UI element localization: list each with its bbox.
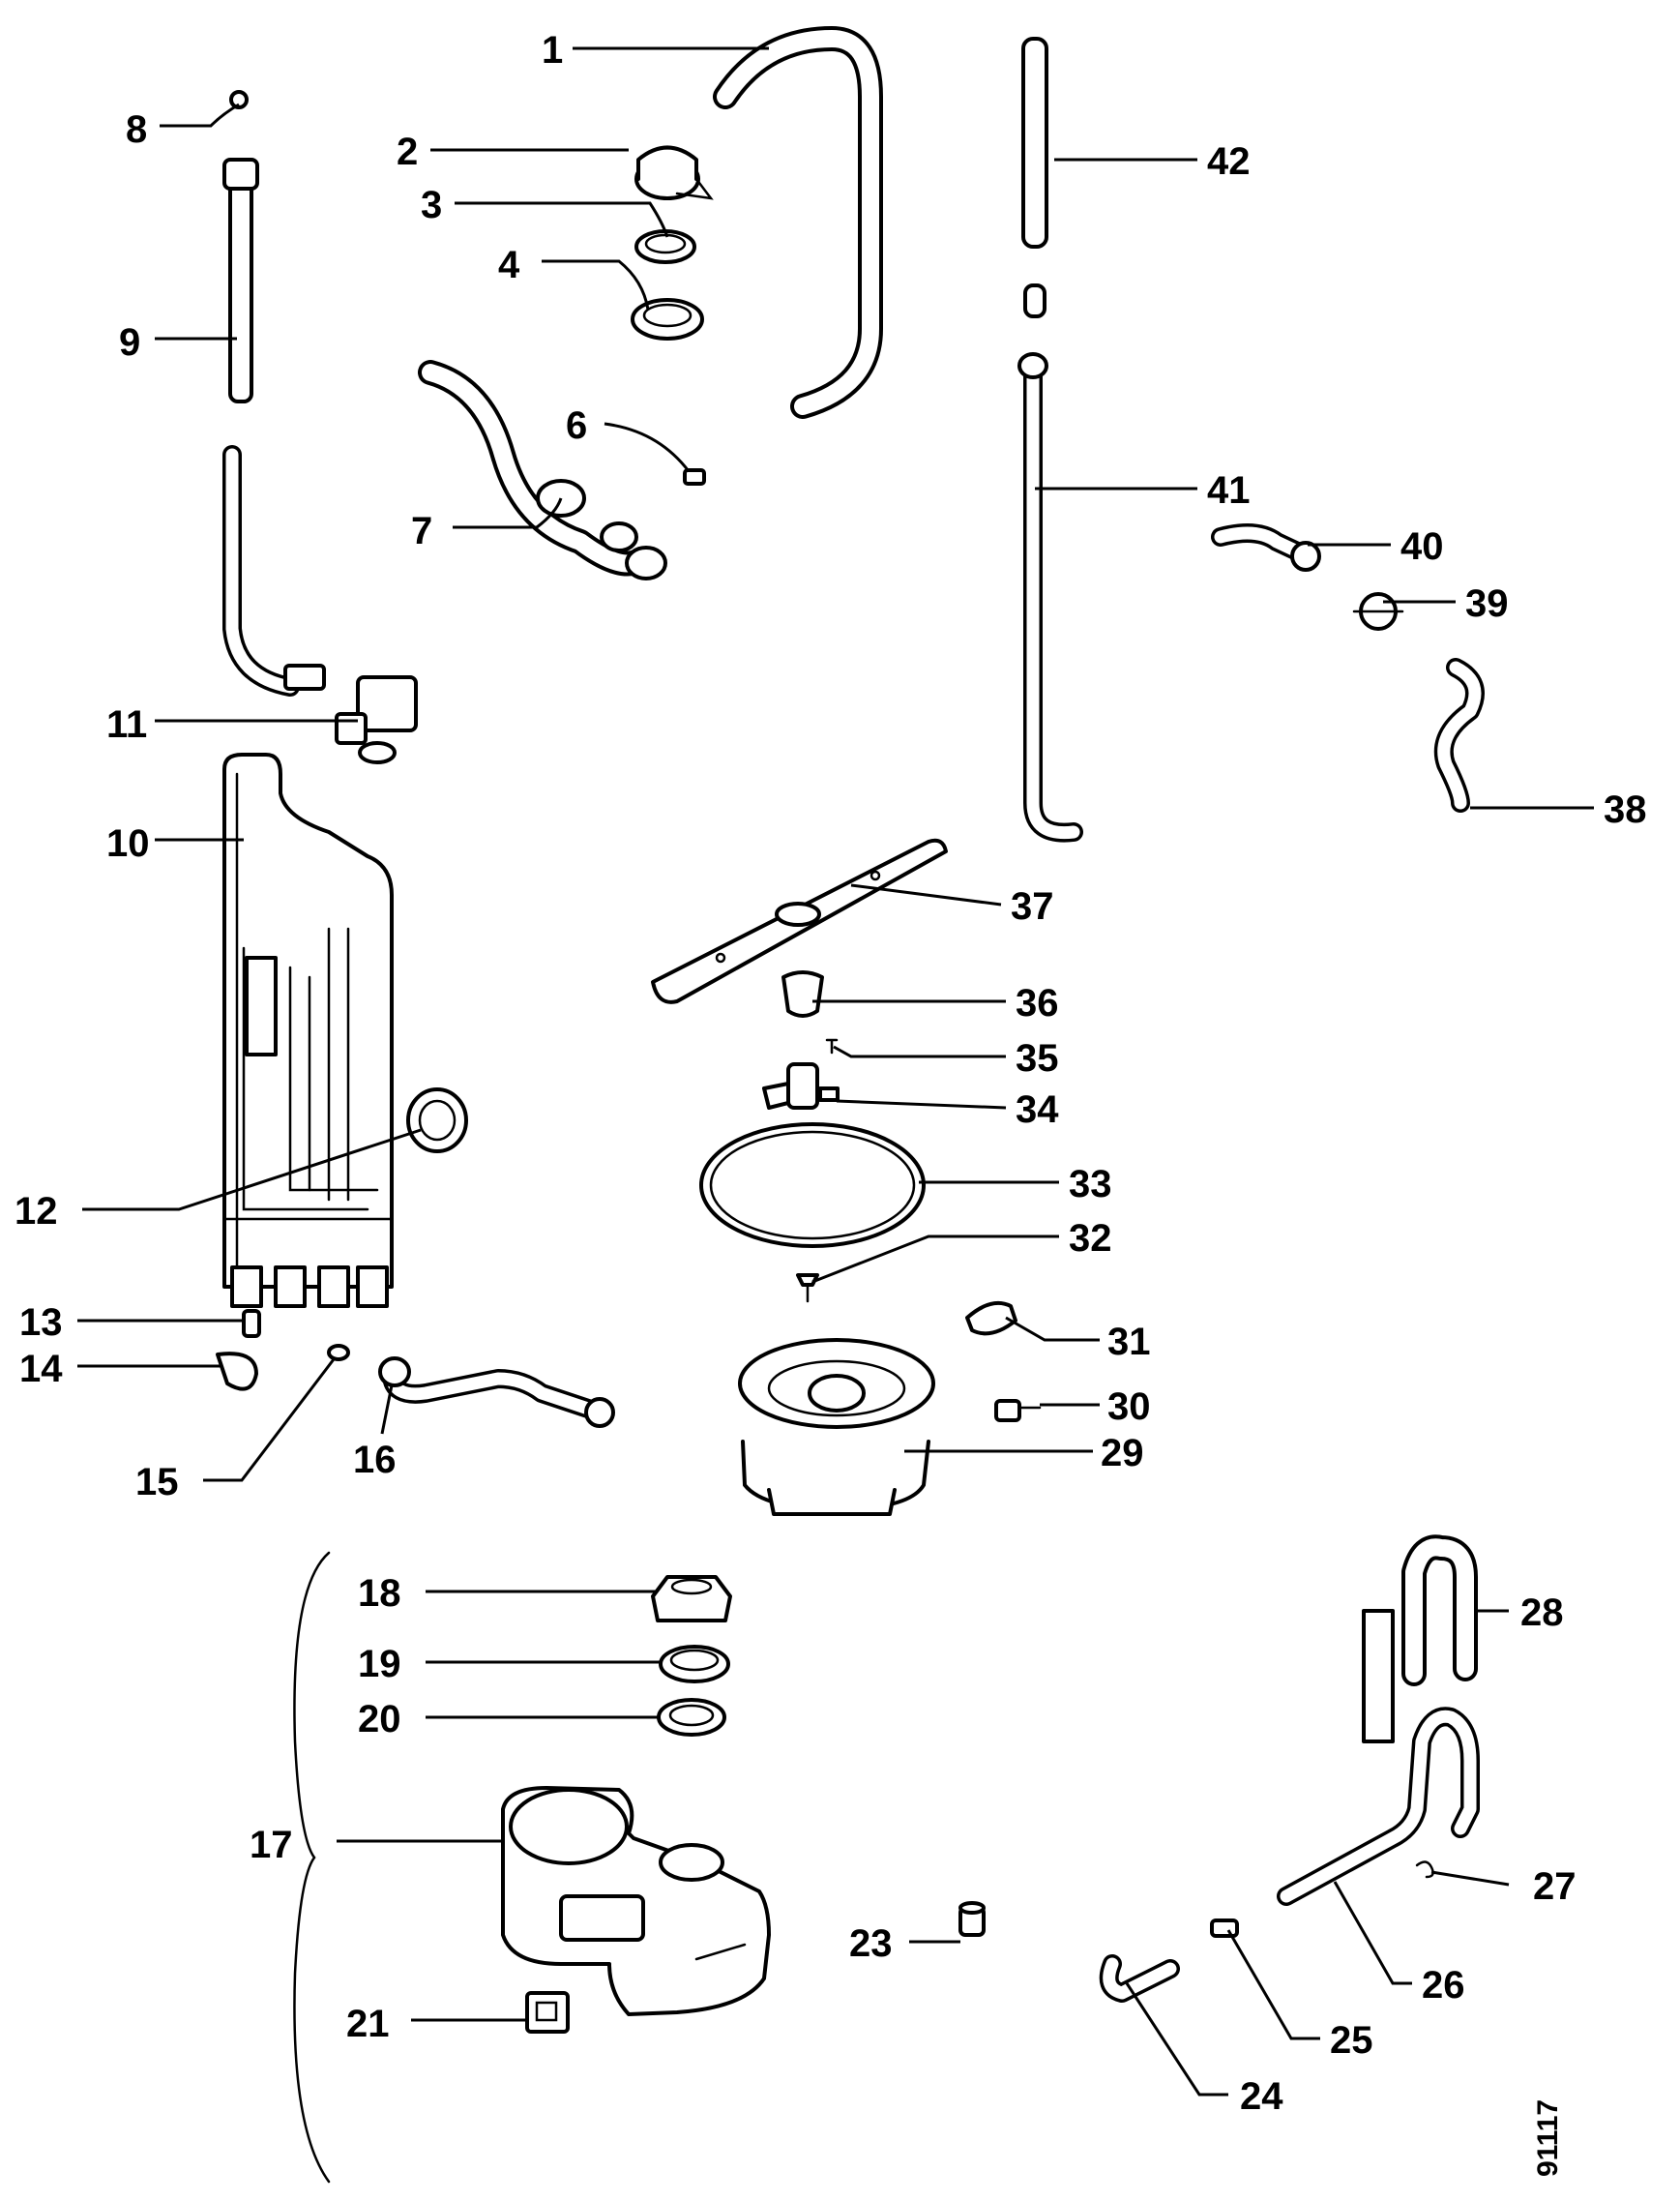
label-21: 21: [346, 2003, 390, 2045]
part-14-loop: [216, 1352, 258, 1391]
label-17: 17: [250, 1824, 293, 1866]
label-34: 34: [1016, 1088, 1059, 1131]
part-4-clamp: [631, 298, 704, 341]
part-7-manifold: [418, 360, 667, 580]
label-24: 24: [1240, 2075, 1283, 2118]
part-27-clip: [1415, 1860, 1434, 1879]
part-38-hose: [1433, 658, 1485, 813]
label-41: 41: [1207, 469, 1251, 512]
part-39-valve: [1352, 592, 1404, 631]
label-28: 28: [1520, 1591, 1564, 1634]
label-6: 6: [566, 404, 587, 447]
label-32: 32: [1069, 1217, 1112, 1260]
label-40: 40: [1400, 525, 1444, 568]
label-20: 20: [358, 1698, 401, 1740]
drawing-code: 91117: [1532, 2099, 1564, 2177]
label-42: 42: [1207, 140, 1251, 183]
label-3: 3: [421, 184, 442, 226]
label-4: 4: [498, 244, 520, 286]
label-11: 11: [106, 703, 147, 746]
part-15-oring: [327, 1344, 350, 1361]
part-41-pipe: [1017, 352, 1083, 843]
part-12-ring: [406, 1087, 468, 1153]
part-31-connector: [965, 1301, 1017, 1336]
label-31: 31: [1107, 1321, 1151, 1363]
part-6-fitting: [683, 468, 706, 486]
part-9-pipe: [222, 158, 259, 403]
part-8-clip: [229, 90, 249, 109]
label-18: 18: [358, 1572, 401, 1615]
part-29-pump-housing: [738, 1338, 935, 1516]
part-30-bolt: [994, 1399, 1042, 1422]
label-37: 37: [1011, 885, 1054, 928]
part-36-nozzle: [781, 970, 824, 1018]
part-2-cap: [634, 145, 714, 200]
label-35: 35: [1016, 1037, 1059, 1080]
label-19: 19: [358, 1643, 401, 1685]
part-21-switch: [525, 1991, 570, 2034]
part-18-nut: [651, 1575, 732, 1622]
label-7: 7: [411, 510, 432, 552]
label-25: 25: [1330, 2019, 1373, 2062]
part-40-hose: [1211, 523, 1321, 572]
part-labels: 1 2 3 4 6 7 8 9 10 11 12 13 14 15 16 17 …: [15, 29, 1647, 2118]
part-10-panel: [222, 753, 394, 1308]
label-29: 29: [1101, 1432, 1144, 1474]
part-13-cylinder: [242, 1309, 261, 1338]
label-30: 30: [1107, 1385, 1151, 1428]
part-24-pin: [1099, 1954, 1180, 2003]
part-17-reservoir: [501, 1786, 771, 2016]
part-26-pipe: [1277, 1707, 1480, 1906]
leader-lines: [77, 46, 1594, 2097]
part-19-ring: [659, 1645, 730, 1683]
label-39: 39: [1465, 582, 1509, 625]
label-23: 23: [849, 1922, 893, 1965]
label-26: 26: [1422, 1964, 1465, 2007]
part-1-hose: [713, 26, 883, 419]
part-28-bracket: [1362, 1534, 1478, 1743]
part-11-valve: [335, 675, 418, 764]
part-20-ring: [657, 1698, 726, 1737]
part-37-spray-arm: [651, 838, 948, 1004]
label-36: 36: [1016, 982, 1059, 1025]
label-38: 38: [1604, 788, 1647, 831]
part-42-pipe: [1021, 37, 1048, 318]
hose-to-part-11: [222, 445, 326, 697]
part-34-pump-head: [762, 1062, 840, 1110]
label-33: 33: [1069, 1163, 1112, 1205]
label-2: 2: [397, 131, 418, 173]
label-12: 12: [15, 1190, 58, 1233]
part-16-pipe: [378, 1356, 615, 1428]
label-1: 1: [542, 29, 563, 72]
part-25-fitting: [1210, 1918, 1239, 1938]
label-10: 10: [106, 822, 150, 865]
part-17-brace: [293, 1551, 331, 2184]
label-14: 14: [19, 1348, 63, 1390]
part-32-screw: [796, 1273, 819, 1303]
part-23-cap: [958, 1901, 986, 1937]
part-33-gasket: [699, 1122, 926, 1248]
label-8: 8: [126, 108, 147, 151]
label-13: 13: [19, 1301, 63, 1344]
part-35-screw: [825, 1038, 839, 1055]
label-9: 9: [119, 321, 140, 364]
label-27: 27: [1533, 1865, 1577, 1908]
label-16: 16: [353, 1439, 397, 1481]
label-15: 15: [135, 1461, 179, 1503]
